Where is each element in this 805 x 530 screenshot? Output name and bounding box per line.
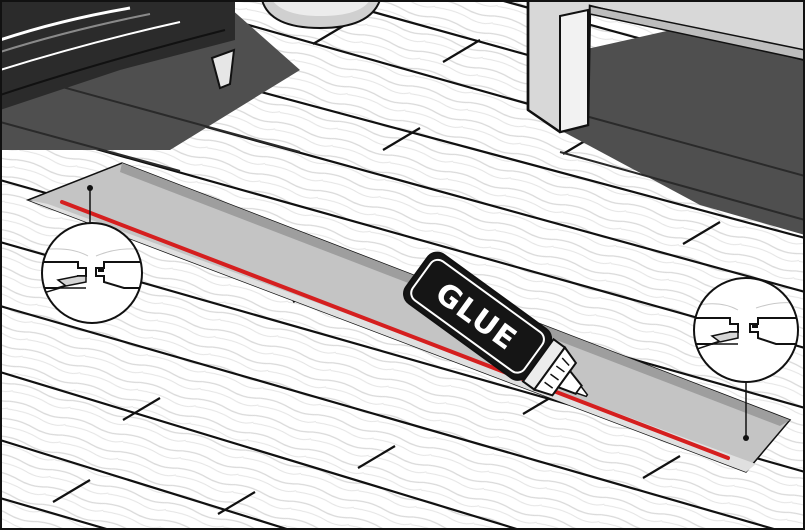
joint-detail-callout-right <box>694 278 800 382</box>
